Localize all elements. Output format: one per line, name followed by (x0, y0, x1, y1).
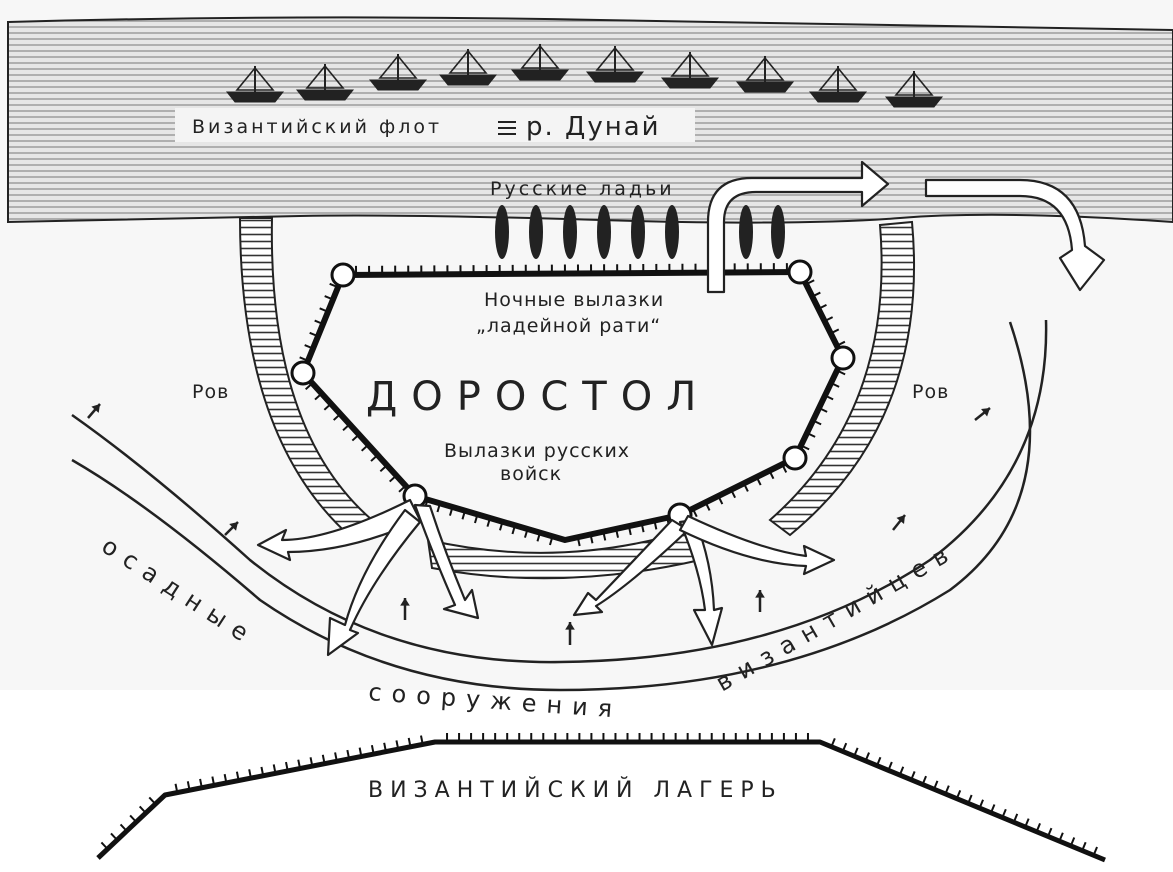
moat-right-label: Ров (912, 381, 949, 403)
river-label: р. Дунай (526, 112, 661, 142)
byzantine-fleet (225, 43, 944, 108)
russian-boat-icon (739, 205, 753, 259)
sortie-arrow (678, 514, 836, 576)
fortress-towers (290, 259, 856, 528)
moat-right (768, 220, 916, 537)
camp-label: ВИЗАНТИЙСКИЙ ЛАГЕРЬ (368, 777, 783, 803)
siege-arrow-icon (87, 403, 101, 419)
sortie-arrow (678, 518, 724, 647)
night-sorties-label-line2: „ладейной рати“ (476, 315, 661, 337)
sortie-arrow (256, 498, 422, 562)
russian-boats (495, 205, 785, 259)
byzantine-ship-icon (225, 65, 285, 103)
tower (782, 445, 808, 471)
byzantine-ship-icon (660, 51, 720, 89)
byzantine-ship-icon (368, 53, 428, 91)
byzantine-camp-line (96, 739, 1106, 863)
siege-line-outer (71, 319, 1048, 664)
russian-boat-icon (495, 205, 509, 259)
sortie-arrow (326, 508, 422, 657)
tower (830, 345, 856, 371)
river-equals-sign (498, 121, 516, 135)
siege-arrow-icon (974, 407, 991, 421)
byzantine-ship-icon (438, 48, 498, 86)
tower (330, 262, 356, 288)
siege-arrow-icon (224, 521, 239, 536)
sorties-label-line1: Вылазки русских (444, 440, 630, 462)
river-label-backdrop (175, 108, 695, 142)
tower (787, 259, 813, 285)
byzantine-ship-icon (295, 63, 355, 101)
siege-arrow-icon (400, 598, 410, 620)
siege-arrow-icon (892, 514, 906, 531)
byzantine-ship-icon (735, 55, 795, 93)
night-sorties-label-line1: Ночные вылазки (484, 289, 664, 311)
russian-boat-icon (631, 205, 645, 259)
byzantine-ship-icon (510, 43, 570, 81)
byzantine-ship-icon (585, 45, 645, 83)
moat-left-label: Ров (192, 381, 229, 403)
russian-sorties-right (572, 514, 836, 647)
russian-boat-icon (771, 205, 785, 259)
city-label: ДОРОСТОЛ (366, 374, 710, 420)
siege-arrows (87, 403, 991, 645)
night-sortie-arrow-east (924, 178, 1106, 292)
fleet-label: Византийский флот (192, 116, 442, 138)
byzantine-ship-icon (808, 65, 868, 103)
sortie-arrow (413, 503, 480, 620)
russian-boat-icon (597, 205, 611, 259)
russian-sorties-left (256, 498, 480, 657)
byzantine-ship-icon (884, 70, 944, 108)
map-lower-strip (0, 690, 1173, 872)
camp-ticks (100, 733, 1098, 856)
russian-boat-icon (665, 205, 679, 259)
siege-arrow-icon (755, 590, 765, 612)
siege-line-inner (71, 321, 1032, 692)
sorties-label-line2: войск (500, 463, 562, 485)
night-sortie-channel (706, 160, 890, 294)
siege-arrow-icon (565, 622, 575, 645)
russian-boat-icon (563, 205, 577, 259)
russian-boat-icon (529, 205, 543, 259)
sortie-arrow (572, 518, 690, 617)
russian-boats-label: Русские ладьи (490, 178, 675, 200)
tower (290, 360, 316, 386)
